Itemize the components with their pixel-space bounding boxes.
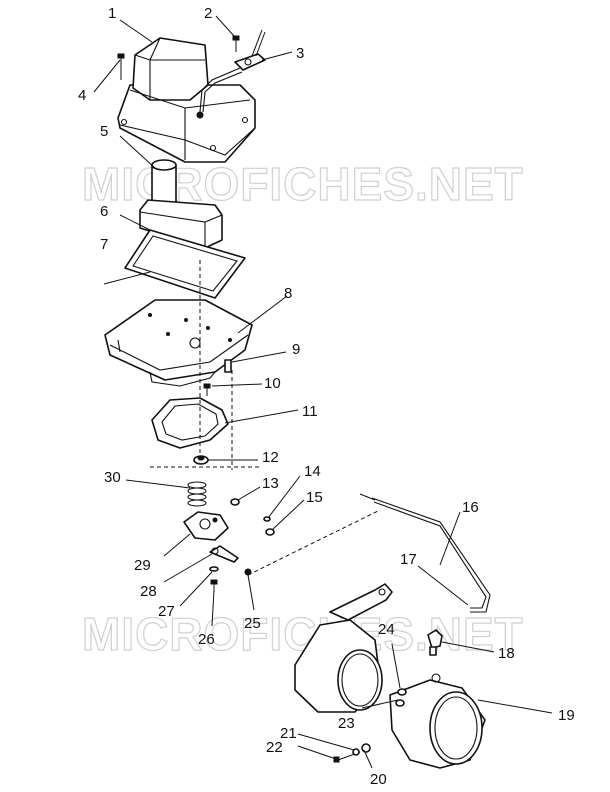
screw-4: [117, 53, 125, 80]
callout-21: 21: [280, 725, 297, 742]
callout-7: 7: [100, 236, 108, 253]
gasket-11: [151, 397, 229, 449]
callout-12: 12: [262, 449, 279, 466]
callout-2: 2: [204, 5, 212, 22]
callout-19: 19: [558, 707, 575, 724]
screw-10: [203, 383, 211, 396]
callout-1: 1: [108, 5, 116, 22]
screw-2: [232, 35, 240, 52]
bolt-set-20-22: [333, 743, 371, 763]
callout-25: 25: [244, 615, 261, 632]
callout-28: 28: [140, 583, 157, 600]
base-plate-8: [104, 299, 253, 387]
callout-20: 20: [370, 771, 387, 788]
stud-9: [224, 359, 232, 373]
callout-29: 29: [134, 557, 151, 574]
washer-27: [209, 566, 219, 572]
callout-27: 27: [158, 603, 175, 620]
nut-12: [193, 455, 209, 465]
nut-15: [265, 528, 275, 536]
callout-5: 5: [100, 123, 108, 140]
callout-3: 3: [296, 45, 304, 62]
callout-26: 26: [198, 631, 215, 648]
callout-6: 6: [100, 203, 108, 220]
screw-23: [395, 688, 407, 707]
callout-22: 22: [266, 739, 283, 756]
callout-9: 9: [292, 341, 300, 358]
throttle-cam-29: [183, 511, 229, 541]
callout-17: 17: [400, 551, 417, 568]
clip-3: [234, 29, 266, 71]
lever-28: [209, 545, 239, 563]
spring-30: [187, 481, 207, 507]
callout-15: 15: [306, 489, 323, 506]
callout-4: 4: [78, 87, 86, 104]
airbox-cover: [117, 37, 256, 163]
fitting-18: [427, 629, 443, 656]
callout-labels: 1 2 3 4 5 6 7 8 9 10 11 12 13 14 15 16 1…: [78, 5, 575, 788]
washer-14: [263, 516, 271, 522]
callout-8: 8: [284, 285, 292, 302]
housing-19-front: [389, 673, 486, 769]
leader-lines: [93, 15, 553, 769]
callout-13: 13: [262, 475, 279, 492]
callout-24: 24: [378, 621, 395, 638]
callout-23: 23: [338, 715, 355, 732]
callout-18: 18: [498, 645, 515, 662]
throttle-rod-16: [359, 493, 491, 613]
callout-14: 14: [304, 463, 321, 480]
gasket-7: [103, 229, 246, 299]
housing-19: [294, 619, 383, 713]
nut-13: [230, 498, 240, 506]
callout-16: 16: [462, 499, 479, 516]
callout-11: 11: [302, 403, 318, 420]
ball-joint-25: [244, 568, 252, 576]
callout-30: 30: [104, 469, 121, 486]
callout-10: 10: [264, 375, 281, 392]
